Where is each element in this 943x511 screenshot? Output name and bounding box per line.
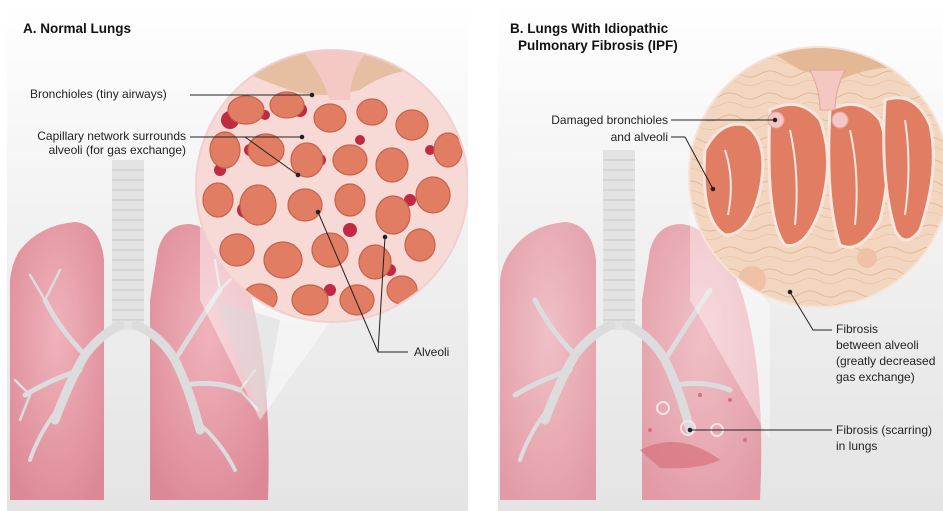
fibrosis-between-line2: between alveoli bbox=[836, 338, 919, 352]
scarring-label-line2: in lungs bbox=[836, 439, 877, 453]
panel-b-title-line1: B. Lungs With Idiopathic bbox=[510, 21, 668, 37]
left-lung-b bbox=[500, 222, 596, 500]
trachea-b bbox=[603, 150, 635, 330]
left-lung-a bbox=[10, 222, 104, 500]
alveoli-label: Alveoli bbox=[414, 345, 449, 359]
fibrosis-between-line3: (greatly decreased bbox=[836, 354, 943, 368]
capillary-label-line1: Capillary network surrounds bbox=[16, 129, 186, 143]
bronchioles-label: Bronchioles (tiny airways) bbox=[30, 87, 167, 101]
panel-b-title-line2: Pulmonary Fibrosis (IPF) bbox=[518, 38, 678, 54]
capillary-label-line2: alveoli (for gas exchange) bbox=[16, 143, 186, 157]
panel-a-graphics bbox=[7, 0, 480, 511]
panel-a-title: A. Normal Lungs bbox=[23, 21, 131, 37]
damaged-label-line1: Damaged bronchioles bbox=[520, 113, 668, 127]
fibrosis-between-line1: Fibrosis bbox=[836, 322, 878, 336]
fibrosis-between-line4: gas exchange) bbox=[836, 370, 915, 384]
trachea-a bbox=[112, 160, 144, 330]
damaged-label-line2: and alveoli bbox=[520, 130, 668, 144]
scarring-label-line1: Fibrosis (scarring) bbox=[836, 423, 943, 437]
